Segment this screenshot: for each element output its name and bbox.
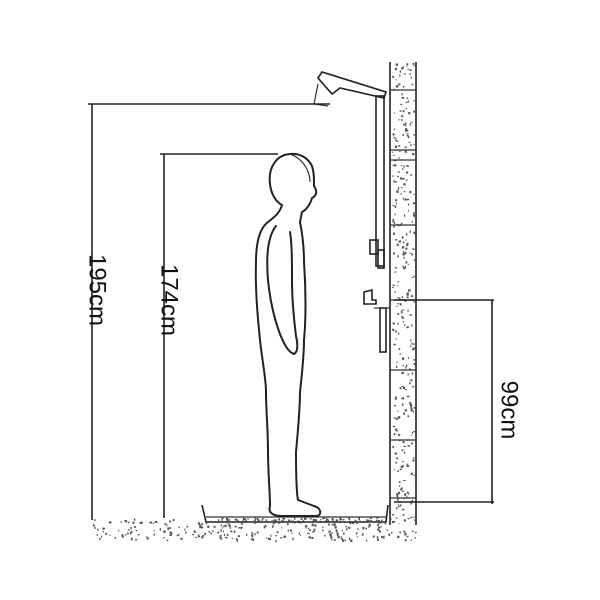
person-height-label: 174cm	[156, 264, 183, 336]
dimension-ceiling: 195cm	[84, 103, 330, 520]
fixture-height-label: 99cm	[496, 381, 523, 440]
mixer-valve-icon	[363, 288, 377, 305]
wall-texture	[392, 62, 417, 525]
shower-head-icon	[316, 71, 388, 99]
wall	[389, 62, 417, 525]
ceiling-height-label: 195cm	[84, 254, 111, 326]
shower-column	[313, 71, 390, 353]
dimension-person: 174cm	[156, 153, 278, 518]
hand-shower-icon	[379, 307, 387, 353]
riser-pipe	[375, 95, 385, 267]
dimension-fixture: 99cm	[394, 299, 523, 504]
wall-tile-joints	[390, 89, 416, 499]
person-silhouette	[254, 152, 322, 517]
